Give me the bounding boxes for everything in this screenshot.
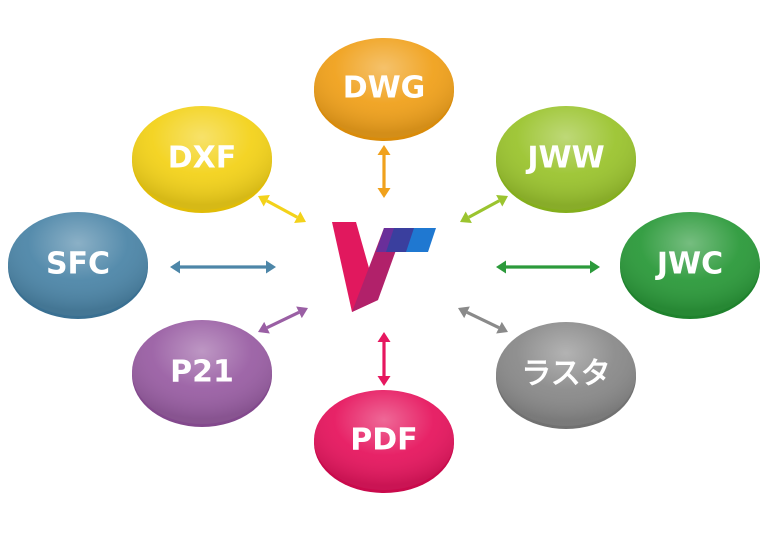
arrow-raster bbox=[458, 306, 508, 334]
node-pdf: PDF bbox=[314, 390, 454, 493]
node-label-jww: JWW bbox=[525, 141, 604, 176]
node-p21: P21 bbox=[132, 320, 272, 427]
node-label-raster: ラスタ bbox=[521, 357, 610, 392]
node-label-pdf: PDF bbox=[350, 423, 417, 458]
arrow-dxf bbox=[258, 195, 306, 223]
node-label-dwg: DWG bbox=[343, 71, 426, 106]
node-raster: ラスタ bbox=[496, 322, 636, 429]
nodes-group: DWG DXF JWW SFC JWC P21 ラスタ PDF bbox=[8, 38, 760, 493]
arrow-pdf bbox=[377, 332, 391, 386]
node-label-jwc: JWC bbox=[655, 247, 723, 282]
node-sfc: SFC bbox=[8, 212, 148, 319]
node-jwc: JWC bbox=[620, 212, 760, 319]
arrow-p21 bbox=[258, 306, 308, 334]
arrows-group bbox=[170, 145, 600, 386]
arrow-jww bbox=[460, 195, 508, 223]
node-label-p21: P21 bbox=[170, 355, 234, 390]
node-label-sfc: SFC bbox=[46, 247, 110, 282]
node-label-dxf: DXF bbox=[168, 141, 237, 176]
node-dxf: DXF bbox=[132, 106, 272, 213]
node-dwg: DWG bbox=[314, 38, 454, 141]
arrow-dwg bbox=[377, 145, 391, 198]
arrow-sfc bbox=[170, 260, 276, 274]
v-logo-icon bbox=[332, 222, 436, 312]
arrow-jwc bbox=[496, 260, 600, 274]
node-jww: JWW bbox=[496, 106, 636, 213]
